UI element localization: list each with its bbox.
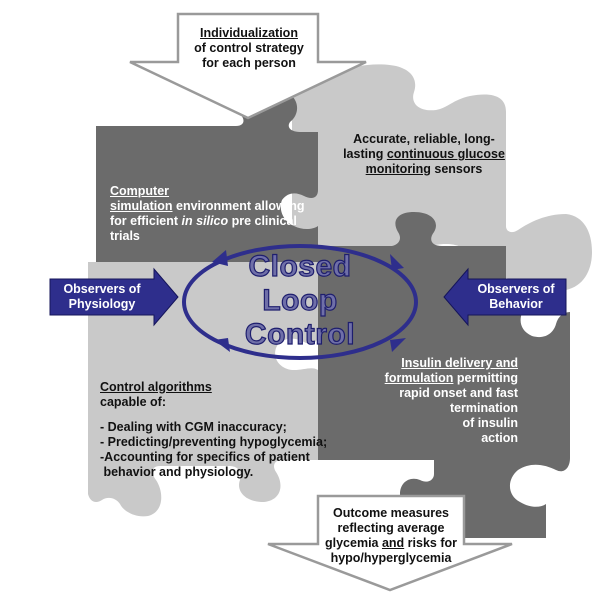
- bottom-arrow-line1: Outcome measures: [332, 506, 450, 520]
- insulin-text: Insulin delivery and formulation permitt…: [372, 356, 518, 446]
- simulation-line4: trials: [110, 229, 140, 243]
- ellipse-arrowhead-top: [390, 254, 404, 270]
- top-arrow-line2: of control strategy: [194, 41, 304, 55]
- bottom-arrow-line3b: and: [381, 536, 405, 550]
- ellipse-arrowhead-bottom: [214, 338, 230, 352]
- simulation-line3a: for efficient: [110, 214, 182, 228]
- bottom-arrow-line2: reflecting average: [337, 521, 445, 535]
- bottom-arrow-line3a: glycemia: [324, 536, 382, 550]
- sensors-line3b: sensors: [430, 162, 483, 176]
- bottom-arrow-outline: [267, 494, 513, 592]
- insulin-line2a: formulation: [384, 371, 454, 385]
- right-arrow-line1: Observers of: [477, 282, 555, 296]
- right-blue-arrow: [443, 267, 567, 327]
- left-arrow-label: Observers of Physiology: [52, 282, 152, 312]
- insulin-line2b: permitting: [453, 371, 518, 385]
- sensors-line1: Accurate, reliable, long-: [353, 132, 495, 146]
- ellipse-arrowhead-right: [390, 338, 406, 352]
- bottom-arrow-text: Outcome measures reflecting average glyc…: [316, 506, 466, 566]
- sensors-line2b: continuous glucose: [386, 147, 505, 161]
- left-blue-arrow: [49, 267, 179, 327]
- puzzle-piece-simulation: [96, 88, 318, 262]
- center-line3: Control: [244, 317, 356, 351]
- closed-loop-ellipse: [182, 244, 418, 360]
- bottom-arrow-line4: hypo/hyperglycemia: [330, 551, 452, 565]
- insulin-line5: of insulin: [462, 416, 518, 430]
- algorithms-item: behavior and physiology.: [100, 465, 254, 479]
- simulation-line3b: in silico: [181, 214, 229, 228]
- simulation-line1: Computer: [110, 184, 170, 198]
- sensors-line2a: lasting: [343, 147, 387, 161]
- simulation-text: Computer simulation environment allowing…: [110, 184, 320, 244]
- top-arrow-text: Individualization of control strategy fo…: [176, 26, 322, 71]
- insulin-line4: termination: [449, 401, 518, 415]
- puzzle-piece-sensors: [292, 64, 592, 292]
- insulin-line6: action: [481, 431, 518, 445]
- puzzle-piece-algorithms: [88, 262, 318, 517]
- algorithms-text: Control algorithms capable of: - Dealing…: [100, 380, 328, 480]
- top-arrow-line1: Individualization: [200, 26, 298, 40]
- simulation-line3c: pre clinical: [228, 214, 297, 228]
- bottom-arrow-line3c: risks for: [404, 536, 458, 550]
- simulation-line2a: simulation: [110, 199, 173, 213]
- right-arrow-line2: Behavior: [489, 297, 543, 311]
- insulin-line3: rapid onset and fast: [399, 386, 518, 400]
- left-arrow-line1: Observers of: [63, 282, 141, 296]
- ellipse-arrowhead-left: [212, 250, 228, 266]
- algorithms-subtitle: capable of:: [100, 395, 166, 409]
- center-line1: Closed: [248, 249, 352, 283]
- sensors-text: Accurate, reliable, long- lasting contin…: [334, 132, 514, 177]
- center-title: Closed Loop Control: [232, 249, 368, 352]
- algorithms-title: Control algorithms: [100, 380, 212, 394]
- center-line2: Loop: [262, 283, 338, 317]
- sensors-line3a: monitoring: [365, 162, 431, 176]
- top-arrow-outline: [129, 12, 367, 120]
- left-arrow-line2: Physiology: [68, 297, 136, 311]
- algorithms-item: -Accounting for specifics of patient: [100, 450, 310, 464]
- algorithms-item: - Dealing with CGM inaccuracy;: [100, 420, 287, 434]
- simulation-line2b: environment allowing: [172, 199, 305, 213]
- top-arrow-line3: for each person: [202, 56, 296, 70]
- right-arrow-label: Observers of Behavior: [466, 282, 566, 312]
- algorithms-item: - Predicting/preventing hypoglycemia;: [100, 435, 328, 449]
- insulin-line1: Insulin delivery and: [401, 356, 518, 370]
